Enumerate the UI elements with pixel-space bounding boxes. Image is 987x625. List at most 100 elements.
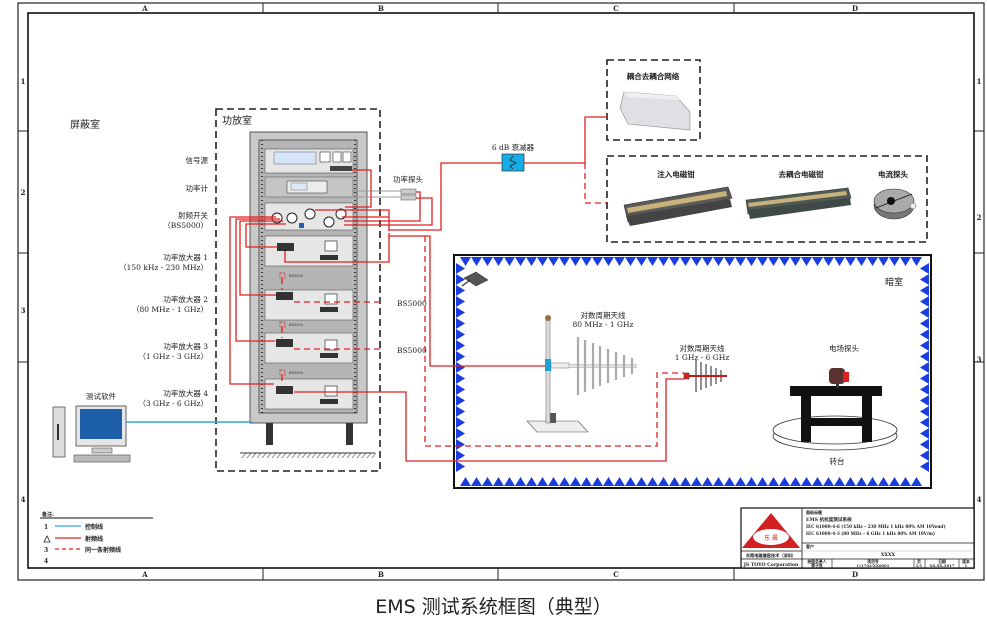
amplifier-3 xyxy=(264,332,354,364)
antenna1-name: 对数周期天线 xyxy=(581,310,626,320)
bs5000-label-amp3: BS5000 xyxy=(397,346,427,355)
absorber-cone xyxy=(614,477,625,486)
absorber-cone xyxy=(790,257,801,266)
absorber-cone xyxy=(823,257,834,266)
amplifier-4 xyxy=(264,378,354,410)
drawing-title-label: 图纸标题 xyxy=(806,509,823,515)
rf-dashed-lines xyxy=(281,163,684,447)
caster xyxy=(346,423,353,445)
absorber-cone xyxy=(702,477,713,486)
row-marker-right: 2 xyxy=(977,213,982,222)
absorber-cone xyxy=(900,257,911,266)
absorber-cone xyxy=(537,257,548,266)
absorber-cone xyxy=(713,257,724,266)
attenuator-label: 6 dB 衰减器 xyxy=(492,142,535,152)
rack-bs-tag: BS5000 xyxy=(289,323,303,327)
label-signal-generator: 信号源 xyxy=(186,155,209,165)
absorber-cone xyxy=(691,257,702,266)
rf-lines xyxy=(229,116,684,462)
anechoic-label: 暗室 xyxy=(885,276,903,288)
absorber-cone xyxy=(735,477,746,486)
absorber-cone xyxy=(570,477,581,486)
bs5000-label-amp2: BS5000 xyxy=(397,299,427,308)
absorber-cone xyxy=(471,257,482,266)
absorber-cone xyxy=(680,257,691,266)
decoupling-clamp xyxy=(745,187,852,219)
absorber-cone xyxy=(504,477,515,486)
absorber-cone xyxy=(537,477,548,486)
absorber-cone xyxy=(456,461,465,472)
absorber-cone xyxy=(856,477,867,486)
absorber-cone xyxy=(456,351,465,362)
absorber-cone xyxy=(456,329,465,340)
camera-icon xyxy=(461,271,489,287)
absorber-cone xyxy=(456,417,465,428)
absorber-cone xyxy=(845,257,856,266)
absorber-cone xyxy=(691,477,702,486)
logo-text: 东 晨 xyxy=(764,534,778,542)
antenna2-range: 1 GHz - 6 GHz xyxy=(675,353,730,362)
row-marker-left: 2 xyxy=(21,188,26,197)
label-amp4: 功率放大器 4 xyxy=(163,388,208,398)
row-marker-right: 4 xyxy=(977,495,982,504)
field-probe-label: 电场探头 xyxy=(829,343,859,353)
diagram-caption: EMS 测试系统框图（典型） xyxy=(375,596,612,618)
absorber-cone xyxy=(920,296,929,307)
absorber-cone xyxy=(570,257,581,266)
absorber-cone xyxy=(482,477,493,486)
power-probe: 功率探头 xyxy=(352,174,423,201)
absorber-cone xyxy=(592,257,603,266)
absorber-cone xyxy=(493,477,504,486)
drawn-by: 郭子良 xyxy=(811,563,823,568)
standard-2: IEC 61000-4-3 (80 MHz – 6 GHz 1 kHz 80% … xyxy=(806,531,935,536)
absorber-cone xyxy=(456,307,465,318)
absorber-cone xyxy=(658,477,669,486)
revision-label: 版本 xyxy=(962,559,970,564)
absorber-cone xyxy=(504,257,515,266)
cdn-device xyxy=(619,91,691,131)
amp-room-boundary xyxy=(215,108,381,472)
project-label: 项目号 xyxy=(867,559,879,564)
label-amp3-range: （1 GHz - 3 GHz） xyxy=(138,352,208,361)
absorber-cone xyxy=(713,477,724,486)
col-marker-bottom: B xyxy=(378,570,384,579)
company-logo: 东 晨 xyxy=(742,513,800,548)
date-value: XX.XX.2017 xyxy=(930,563,955,568)
label-rf-switch-model: （BS5000） xyxy=(163,221,208,230)
date-label: 日期 xyxy=(938,559,946,564)
col-marker-bottom: D xyxy=(852,570,858,579)
absorber-cone xyxy=(779,257,790,266)
label-rf-switch: 射频开关 xyxy=(178,210,208,220)
absorber-cone xyxy=(920,285,929,296)
absorber-cones xyxy=(456,257,929,486)
title-block: 东 晨 东莞电磁兼容技术（深圳） JS TOYO Corporation 图纸标… xyxy=(740,507,975,569)
absorber-cone xyxy=(790,477,801,486)
absorber-cone xyxy=(456,428,465,439)
absorber-cone xyxy=(493,257,504,266)
test-software-label: 测试软件 xyxy=(86,391,116,401)
absorber-cone xyxy=(834,477,845,486)
legend-num: 3 xyxy=(44,547,48,554)
drawn-by-label: 绘图负责人 xyxy=(808,559,827,564)
col-marker-top: B xyxy=(378,4,384,13)
absorber-cone xyxy=(471,477,482,486)
shield-room-label: 屏蔽室 xyxy=(70,118,100,131)
amplifier-2 xyxy=(264,289,354,321)
absorber-cone xyxy=(456,285,465,296)
absorber-cone xyxy=(867,257,878,266)
absorber-cone xyxy=(889,257,900,266)
absorber-cone xyxy=(801,477,812,486)
field-probe xyxy=(829,368,849,388)
absorber-cone xyxy=(603,257,614,266)
absorber-cone xyxy=(889,477,900,486)
company-name-cn: 东莞电磁兼容技术（深圳） xyxy=(746,552,796,559)
absorber-cone xyxy=(920,307,929,318)
warning-triangle-icon xyxy=(43,535,51,543)
rack-labels: 信号源 功率计 射频开关 （BS5000） 功率放大器 1 （150 kHz -… xyxy=(119,155,208,408)
turntable-label: 转台 xyxy=(830,456,845,466)
customer-value: XXXX xyxy=(881,552,896,558)
absorber-cone xyxy=(526,257,537,266)
decoupling-clamp-label: 去耦合电磁钳 xyxy=(779,169,824,179)
absorber-cone xyxy=(456,395,465,406)
